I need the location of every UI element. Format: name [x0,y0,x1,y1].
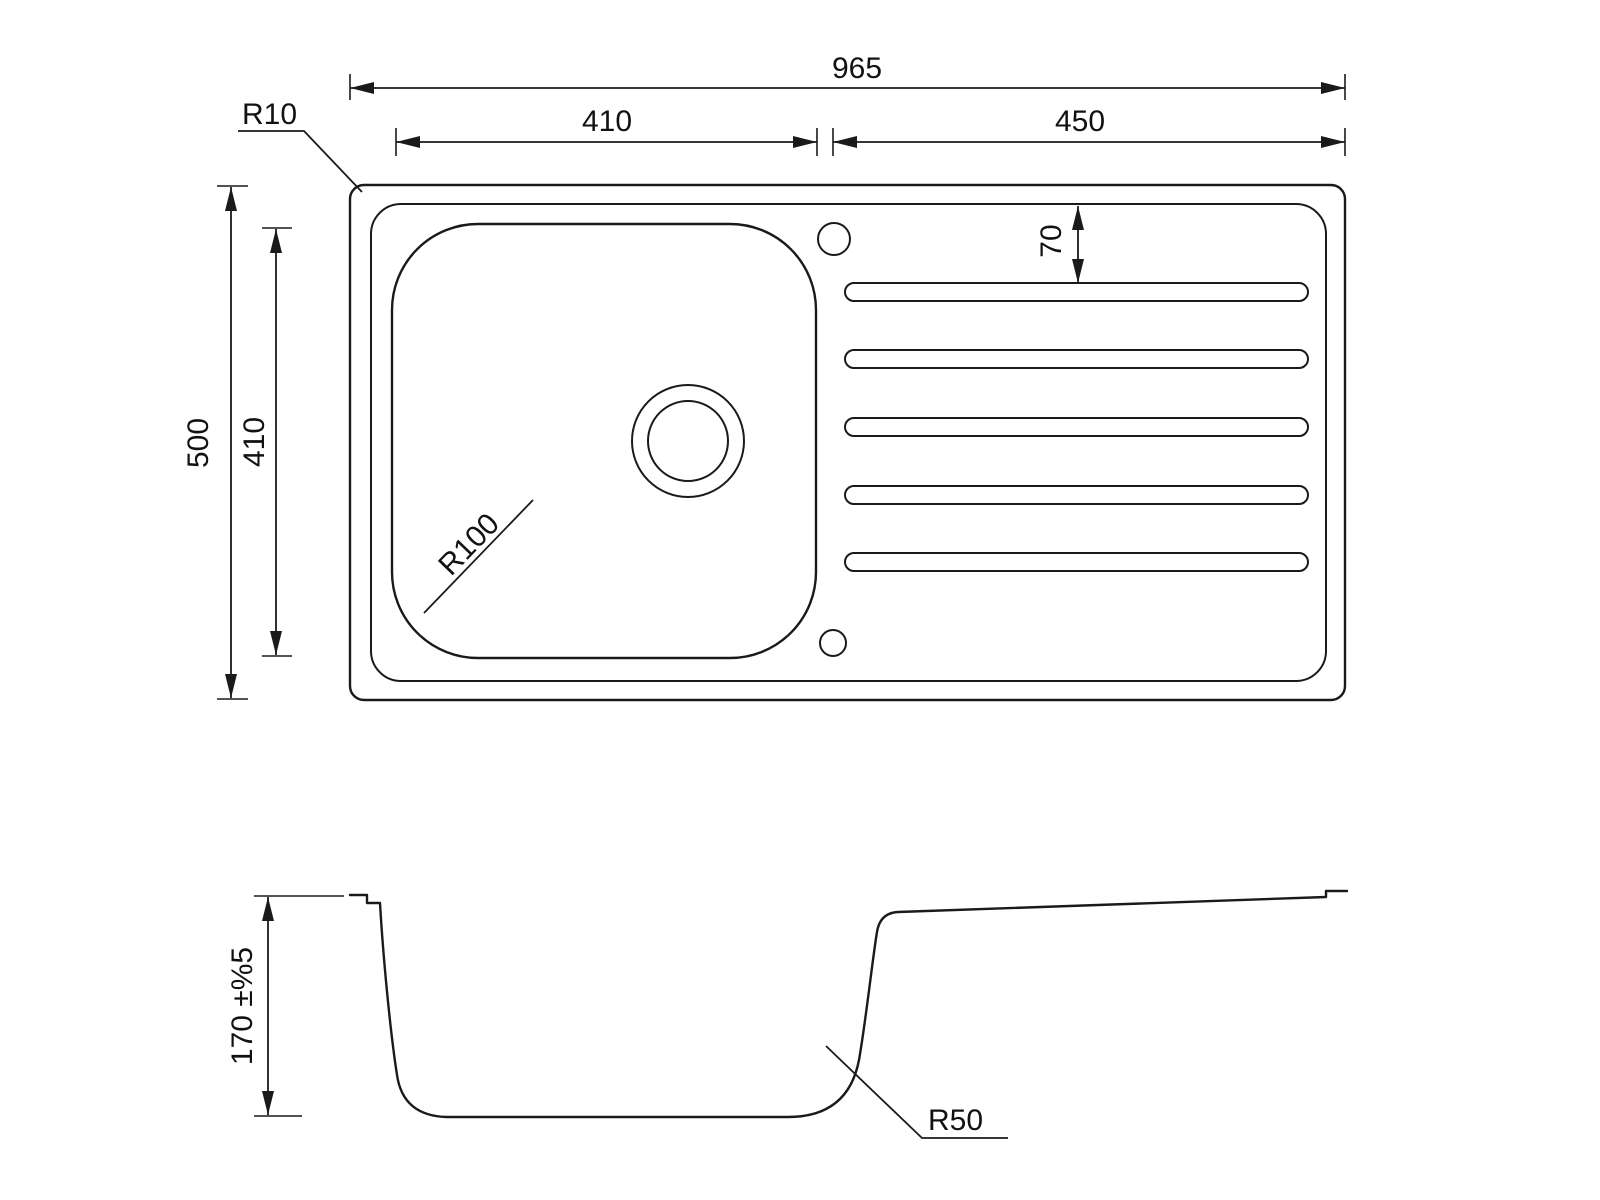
dim-bowl-width-label: 410 [582,105,632,138]
section-profile [348,889,1349,1119]
leader-line [238,130,363,193]
drainer-groove [844,282,1309,302]
dim-section-bowl-depth-label: 170 ±%5 [226,947,259,1065]
callout-rim-corner-radius: R10 [238,98,363,193]
callout-bowl-bottom-radius: R50 [825,1045,1008,1139]
drainer-grooves [844,282,1309,572]
dim-bowl-width: 410 [395,105,818,156]
drain-inner-circle [647,400,729,482]
section-view: 170 ±%5 R50 [226,889,1349,1139]
drainer-groove [844,485,1309,505]
dim-drainer-width: 450 [832,105,1346,156]
dim-drainer-width-label: 450 [1055,105,1105,138]
dim-overall-depth-label: 500 [182,418,215,468]
drainer-groove [844,552,1309,572]
tap-hole-bottom [819,629,847,657]
sink-outer-edge [348,183,1347,702]
dim-first-groove-offset-label: 70 [1035,224,1068,257]
top-view [348,183,1347,702]
dim-bowl-depth: 410 [238,227,292,657]
sink-inner-rim [370,203,1327,682]
leader-line [825,1045,1008,1139]
tap-hole-top [817,222,851,256]
drain-outer-circle [631,384,745,498]
callout-bowl-corner-radius: R100 [423,499,534,614]
dim-overall-depth: 500 [182,185,248,700]
drainer-groove [844,349,1309,369]
dim-first-groove-offset: 70 [1035,206,1084,283]
drainer-groove [844,417,1309,437]
dim-overall-width: 965 [349,52,1346,100]
dim-overall-width-label: 965 [832,52,882,85]
dim-bowl-depth-label: 410 [238,417,271,467]
bowl-bottom-radius-label: R50 [928,1104,983,1137]
rim-corner-radius-label: R10 [242,98,297,131]
dim-section-bowl-depth: 170 ±%5 [226,895,344,1117]
bowl-corner-radius-label: R100 [432,507,506,582]
bowl-outline [390,222,818,660]
leader-line [423,499,534,614]
